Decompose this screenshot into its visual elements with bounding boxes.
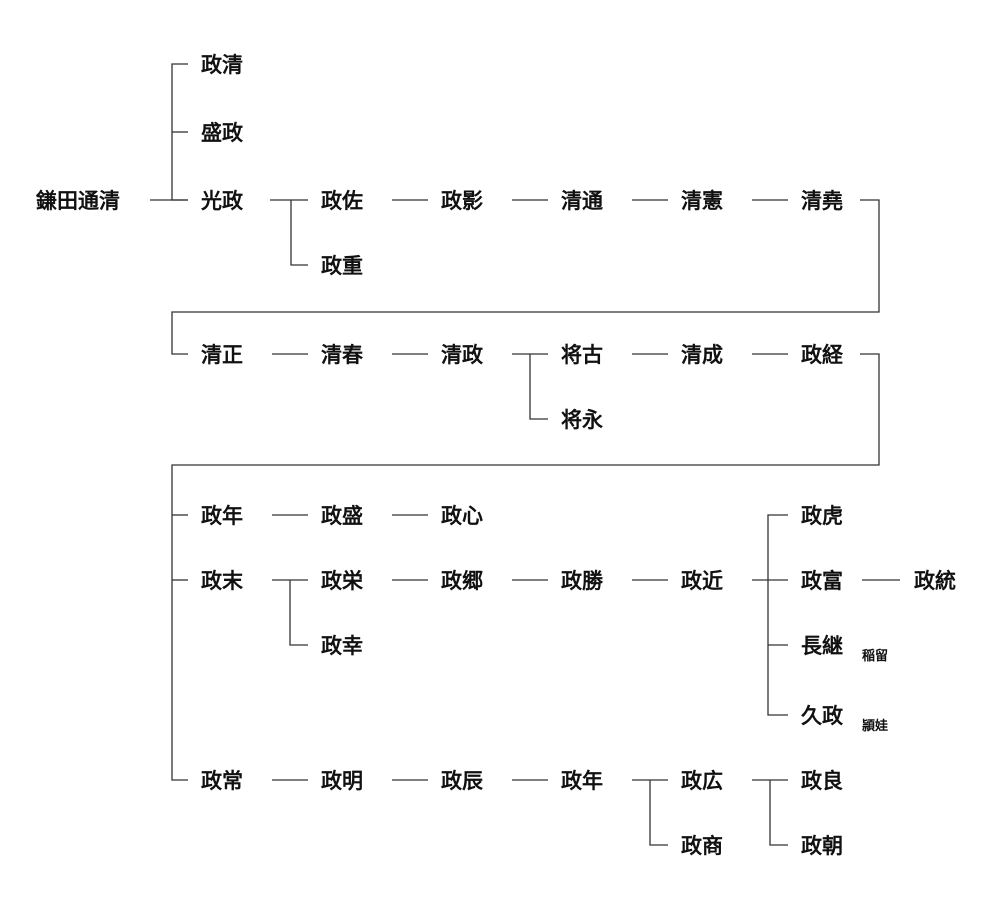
person-node: 政佐 bbox=[321, 189, 363, 213]
person-node: 政良 bbox=[801, 769, 843, 793]
person-node: 政経 bbox=[801, 343, 844, 367]
connector-lines bbox=[150, 63, 900, 846]
person-node: 政富 bbox=[801, 569, 843, 593]
person-node: 政幸 bbox=[321, 634, 363, 658]
person-node: 政栄 bbox=[321, 569, 364, 593]
person-node: 政年 bbox=[201, 504, 243, 528]
person-node: 政心 bbox=[441, 504, 483, 528]
person-node: 政近 bbox=[681, 569, 723, 593]
person-node: 清春 bbox=[321, 343, 364, 367]
person-node: 政重 bbox=[321, 254, 363, 278]
person-node: 政統 bbox=[914, 569, 956, 593]
person-node: 清憲 bbox=[681, 189, 723, 213]
person-node: 清正 bbox=[201, 343, 243, 367]
person-node: 政常 bbox=[201, 769, 243, 793]
person-node: 清堯 bbox=[801, 189, 843, 213]
person-node: 政勝 bbox=[561, 569, 604, 593]
person-node: 政郷 bbox=[441, 569, 483, 593]
person-node: 盛政 bbox=[201, 121, 244, 145]
person-node: 政盛 bbox=[321, 504, 363, 528]
person-node: 清通 bbox=[561, 189, 603, 213]
person-annotation: 頴娃 bbox=[862, 718, 888, 734]
root-person: 鎌田通清 bbox=[36, 189, 120, 213]
person-node: 政広 bbox=[681, 769, 723, 793]
person-node: 政朝 bbox=[801, 834, 843, 858]
person-node: 清成 bbox=[681, 343, 723, 367]
person-node: 清政 bbox=[441, 343, 484, 367]
person-node: 政清 bbox=[201, 53, 243, 77]
person-node: 長継 bbox=[801, 634, 843, 658]
person-node: 政影 bbox=[441, 189, 483, 213]
person-node: 政辰 bbox=[441, 769, 483, 793]
person-node: 久政 bbox=[801, 704, 844, 728]
person-names: 鎌田通清 政清 盛政 光政 政佐 政重 政影 清通 清憲 清堯 清正 清春 清政… bbox=[36, 53, 956, 858]
person-node: 将古 bbox=[561, 343, 603, 367]
person-node: 光政 bbox=[200, 189, 244, 213]
person-node: 政虎 bbox=[801, 504, 843, 528]
person-node: 将永 bbox=[561, 408, 603, 432]
person-node: 政年 bbox=[561, 769, 603, 793]
person-node: 政明 bbox=[321, 769, 363, 793]
person-node: 政商 bbox=[681, 834, 723, 858]
person-node: 政末 bbox=[201, 569, 244, 593]
person-annotation: 稲留 bbox=[862, 648, 888, 664]
